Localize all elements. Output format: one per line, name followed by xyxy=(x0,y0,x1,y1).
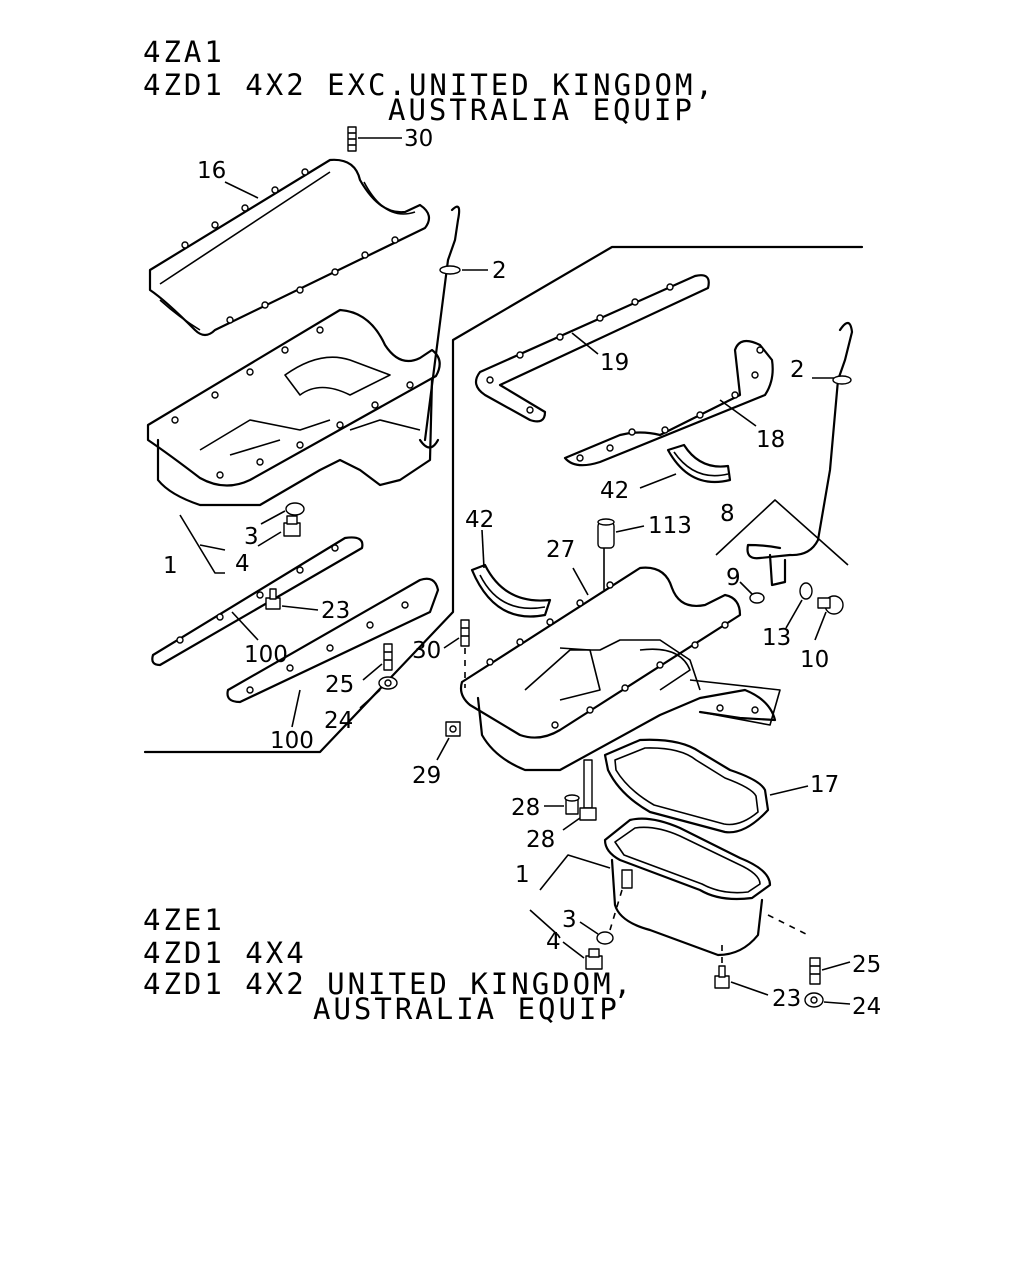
callout-9: 9 xyxy=(726,565,741,591)
washer-3-right xyxy=(596,931,614,945)
callout-2-left: 2 xyxy=(492,258,507,284)
callout-25-left: 25 xyxy=(325,672,354,698)
callout-13: 13 xyxy=(762,625,791,651)
header-engine-4zd1-exc: 4ZD1 4X2 EXC.UNITED KINGDOM, xyxy=(143,68,716,102)
gasket-100-upper xyxy=(151,536,364,667)
callout-113: 113 xyxy=(648,513,692,539)
callout-42-left: 42 xyxy=(465,507,494,533)
callout-2-right: 2 xyxy=(790,357,805,383)
header-australia-equip-top: AUSTRALIA EQUIP xyxy=(388,93,695,127)
variant-divider-line xyxy=(143,245,864,754)
callout-4-right: 4 xyxy=(546,929,561,955)
dipstick-right xyxy=(746,321,854,587)
callout-24-left: 24 xyxy=(324,708,353,734)
header-engine-4za1: 4ZA1 xyxy=(143,35,225,69)
bolt-28-b xyxy=(579,759,597,821)
callout-19: 19 xyxy=(600,350,629,376)
gasket-19 xyxy=(474,274,710,423)
nut-24-left xyxy=(378,676,398,690)
callout-23-right: 23 xyxy=(772,986,801,1012)
bolt-23-right xyxy=(714,965,730,989)
sleeve-113 xyxy=(597,518,615,549)
bolt-28-a xyxy=(564,794,580,815)
leader-group-1-right xyxy=(539,854,611,891)
gasket-100-lower xyxy=(226,577,440,704)
callout-1-right: 1 xyxy=(515,862,530,888)
leader-group-8 xyxy=(715,499,849,566)
drain-plug-4-left xyxy=(283,515,301,537)
header-australia-equip-bottom: AUSTRALIA EQUIP xyxy=(313,992,620,1026)
header-engine-4ze1: 4ZE1 xyxy=(143,903,225,937)
o-ring-9 xyxy=(749,592,765,604)
seal-42-left xyxy=(470,563,552,618)
leader-group-1-right-branch xyxy=(529,909,561,939)
callout-100-b: 100 xyxy=(270,728,314,754)
washer-3-left xyxy=(285,502,305,516)
callout-3-left: 3 xyxy=(244,524,259,550)
callout-10: 10 xyxy=(800,647,829,673)
dipstick-left xyxy=(418,205,461,449)
stud-25-left xyxy=(383,643,393,671)
gasket-16 xyxy=(148,158,431,337)
oil-pan-lower-right xyxy=(603,817,772,957)
drain-plug-4-right xyxy=(585,948,603,970)
callout-28-b: 28 xyxy=(526,827,555,853)
callout-3-right: 3 xyxy=(562,907,577,933)
callout-27: 27 xyxy=(546,537,575,563)
nut-29 xyxy=(445,721,461,737)
stud-25-right xyxy=(809,957,821,985)
callout-4-left: 4 xyxy=(235,551,250,577)
callout-30-top: 30 xyxy=(404,126,433,152)
header-engine-4zd1-uk: 4ZD1 4X2 UNITED KINGDOM, xyxy=(143,967,634,1001)
callout-42-right: 42 xyxy=(600,478,629,504)
oil-pan-main-27 xyxy=(459,566,781,772)
callout-17: 17 xyxy=(810,772,839,798)
gasket-13 xyxy=(799,582,813,600)
nut-24-right xyxy=(804,992,824,1008)
callout-30-mid: 30 xyxy=(412,638,441,664)
callout-100-a: 100 xyxy=(244,642,288,668)
callout-23-left: 23 xyxy=(321,598,350,624)
callout-16: 16 xyxy=(197,158,226,184)
gasket-17 xyxy=(603,738,770,834)
plug-10 xyxy=(817,595,844,615)
seal-42-right xyxy=(666,443,732,484)
stud-30-top xyxy=(347,126,357,152)
callout-8: 8 xyxy=(720,501,735,527)
callout-29: 29 xyxy=(412,763,441,789)
callout-24-right: 24 xyxy=(852,994,881,1020)
stud-30-mid xyxy=(460,619,470,647)
leader-group-1-left xyxy=(179,514,225,574)
gasket-18 xyxy=(563,339,774,467)
bolt-23-left xyxy=(265,588,281,610)
callout-28-a: 28 xyxy=(511,795,540,821)
callout-18: 18 xyxy=(756,427,785,453)
callout-1-left: 1 xyxy=(163,553,178,579)
oil-pan-upper-left xyxy=(146,308,441,507)
callout-25-right: 25 xyxy=(852,952,881,978)
header-engine-4zd1-4x4: 4ZD1 4X4 xyxy=(143,936,307,970)
